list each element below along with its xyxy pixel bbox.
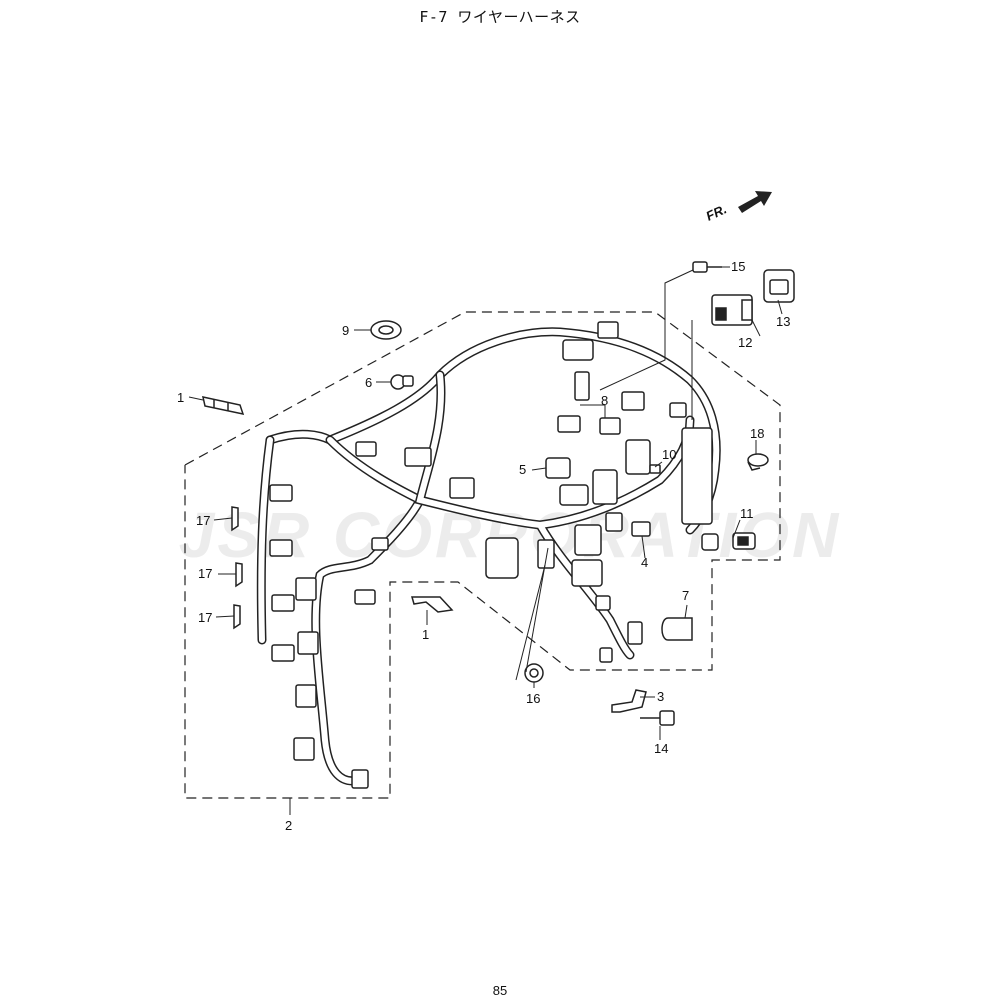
part-13-cover <box>763 269 795 303</box>
front-direction-arrow-icon <box>738 191 772 213</box>
callout-16: 16 <box>526 691 541 706</box>
part-4-connector <box>631 521 651 537</box>
part-14-bolt <box>640 710 675 726</box>
callout-1-lower: 1 <box>422 627 430 642</box>
callout-10: 10 <box>662 447 677 462</box>
part-16-grommet <box>524 663 544 683</box>
callout-3: 3 <box>657 689 665 704</box>
callout-11: 11 <box>740 506 754 521</box>
part-7-cap <box>661 617 693 641</box>
part-18-band <box>747 453 769 471</box>
callout-17-bottom: 17 <box>198 610 213 625</box>
callout-5: 5 <box>519 462 527 477</box>
part-3-bracket <box>611 689 647 713</box>
part-11-connector <box>732 532 756 550</box>
callout-7: 7 <box>682 588 690 603</box>
page-number: 85 <box>492 983 508 998</box>
callout-9: 9 <box>342 323 350 338</box>
callout-6: 6 <box>365 375 373 390</box>
callout-17-middle: 17 <box>198 566 213 581</box>
harness-center-branch <box>414 370 695 660</box>
harness-main-trunk <box>265 327 721 535</box>
part-17-clips <box>231 506 243 630</box>
harness-group-boundary <box>184 311 781 799</box>
callout-1-upper: 1 <box>177 390 185 405</box>
part-6-clip <box>390 374 414 390</box>
callout-2: 2 <box>285 818 293 833</box>
callout-4: 4 <box>641 555 649 570</box>
callout-12: 12 <box>738 335 753 350</box>
callout-14: 14 <box>654 741 669 756</box>
page-title: F-7 ワイヤーハーネス <box>419 8 581 26</box>
part-9-clamp <box>370 320 402 340</box>
left-branch-connectors <box>269 441 475 789</box>
part-1-clamp-upper <box>202 396 245 416</box>
center-right-connectors <box>485 321 719 663</box>
part-12-relay <box>711 294 753 326</box>
part-1-clamp-lower <box>411 596 454 613</box>
callout-13: 13 <box>776 314 791 329</box>
part-10-terminal <box>649 464 661 474</box>
callout-18: 18 <box>750 426 765 441</box>
callout-8: 8 <box>601 393 609 408</box>
part-15-bolt <box>692 261 722 273</box>
leader-lines <box>188 266 783 815</box>
callout-17-top: 17 <box>196 513 211 528</box>
callout-15: 15 <box>731 259 746 274</box>
